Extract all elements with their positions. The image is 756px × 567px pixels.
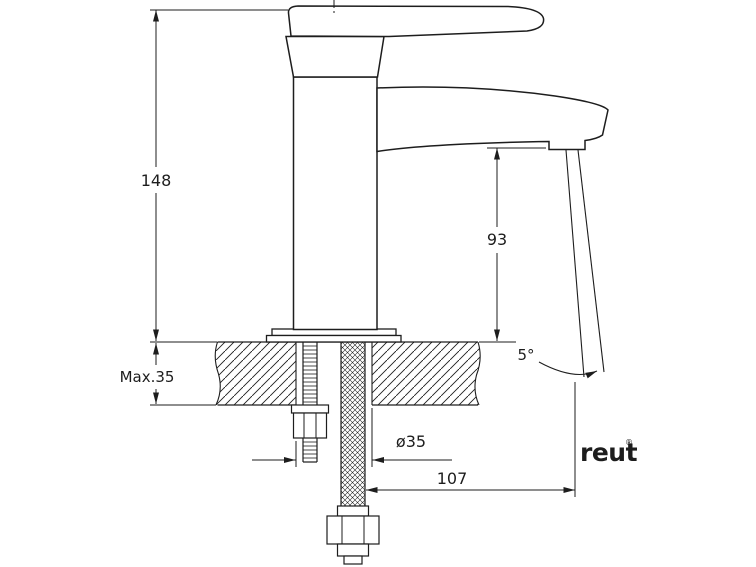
dim-max-thickness: Max.35: [113, 343, 216, 406]
dim-spout-height: 93: [479, 147, 546, 343]
dim-label-max-thickness: Max.35: [120, 368, 175, 386]
hose-coupling-nut: [326, 515, 380, 545]
hose-coupling-end: [343, 555, 363, 565]
mounting-washer: [290, 404, 330, 414]
angle-leader-arc: [538, 361, 598, 379]
dim-stream-angle: 5°: [517, 346, 598, 379]
dim-label-hole-diameter: ø35: [396, 432, 426, 451]
countertop-break-edge-right: [474, 341, 481, 406]
brand-logo: reut ®: [580, 438, 638, 467]
dim-text-bg: [113, 365, 181, 389]
dim-label-spout-height: 93: [487, 230, 507, 249]
registered-trademark-mark: ®: [625, 438, 633, 447]
handle-lever: [287, 5, 545, 38]
stream-line-left: [565, 149, 585, 378]
hose-ferrule: [336, 505, 370, 517]
mounting-stud-assembly: [290, 342, 330, 463]
dim-hole-diameter: ø35: [252, 408, 452, 467]
supply-hose: [326, 342, 380, 565]
stream-line-right: [577, 149, 605, 373]
dim-label-stream-angle: 5°: [517, 346, 534, 364]
countertop: [214, 341, 481, 406]
dim-text-bg: [482, 227, 512, 253]
handle-cap: [285, 35, 385, 78]
faucet-body: [292, 76, 378, 331]
hose-braid: [341, 342, 365, 506]
mounting-nut: [292, 412, 328, 439]
dim-label-total-height: 148: [141, 171, 172, 190]
hose-coupling-tip: [336, 543, 370, 557]
faucet: [265, 0, 609, 343]
dim-label-spout-reach: 107: [437, 469, 468, 488]
water-stream: [565, 149, 605, 378]
countertop-hatch-right: [372, 342, 481, 405]
stud-threads: [303, 342, 317, 462]
countertop-hatch-left: [215, 342, 296, 405]
countertop-break-edge-left: [214, 341, 221, 406]
dim-total-height: 148: [137, 9, 288, 343]
brand-name: reut: [580, 438, 638, 467]
spout: [376, 86, 609, 153]
dim-text-bg: [137, 167, 175, 193]
dim-spout-reach: 107: [366, 382, 576, 497]
base-plate-lower: [265, 334, 402, 343]
